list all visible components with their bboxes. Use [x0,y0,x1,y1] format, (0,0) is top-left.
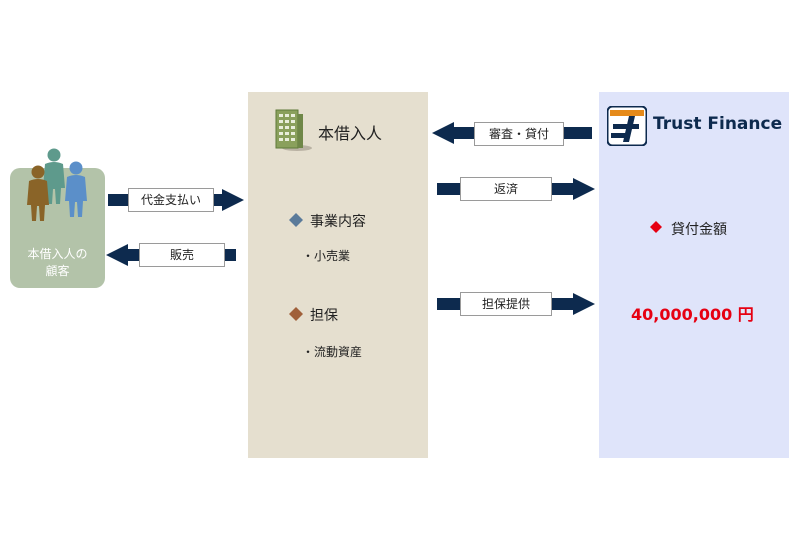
lender-logo-text: Trust Finance [653,114,783,134]
diamond-blue-icon [289,213,303,227]
loan-heading: 貸付金額 [671,222,727,238]
trust-finance-logo-icon [607,106,647,146]
collateral-provision-label: 担保提供 [460,292,552,316]
borrower-column: 本借入人 事業内容 ・小売業 担保 ・流動資産 [248,92,428,458]
building-icon [275,109,312,151]
collateral-item: ・流動資産 [302,345,363,359]
review-loan-label: 審査・貸付 [474,122,564,146]
diamond-brown-icon [289,307,303,321]
borrower-title: 本借入人 [318,124,383,143]
repayment-label: 返済 [460,177,552,201]
people-icon [27,148,87,221]
customers-box: 本借入人の 顧客 [10,148,105,288]
diamond-red-icon [650,221,662,233]
sales-label: 販売 [139,243,225,267]
business-item: ・小売業 [302,249,351,263]
collateral-heading: 担保 [310,308,338,324]
business-heading: 事業内容 [310,214,366,230]
customers-label: 本借入人の 顧客 [27,247,88,278]
payment-label: 代金支払い [128,188,214,212]
lender-column: Trust Finance 貸付金額 40,000,000 円 [599,92,789,458]
loan-amount: 40,000,000 円 [631,305,754,324]
